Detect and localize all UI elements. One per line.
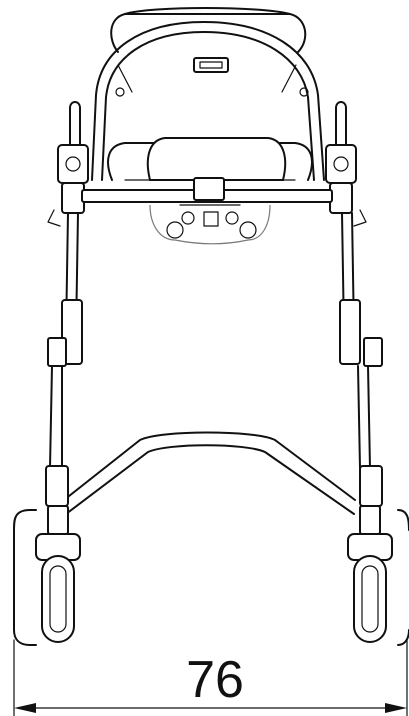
left-leg [47, 212, 83, 469]
right-wheel [353, 555, 387, 643]
arrow-left-icon [14, 703, 36, 713]
left-handle-clamp [47, 101, 89, 227]
right-wheel-assembly [347, 465, 409, 646]
bolt-left-icon [115, 87, 125, 97]
seat-cushion [107, 137, 313, 181]
bolt-right-icon [299, 87, 309, 97]
width-dimension: 76 [13, 639, 408, 716]
right-handle-clamp [325, 101, 367, 227]
backrest-cushion [110, 7, 307, 53]
seat-crossbar [81, 177, 333, 245]
right-leg [339, 212, 383, 469]
arrow-right-icon [385, 703, 407, 713]
left-wheel-assembly [13, 465, 81, 646]
base-arch [63, 431, 356, 515]
left-wheel [41, 555, 75, 643]
dimension-label: 76 [186, 651, 244, 709]
arch-frame [91, 21, 325, 181]
handle-lock [193, 57, 229, 73]
